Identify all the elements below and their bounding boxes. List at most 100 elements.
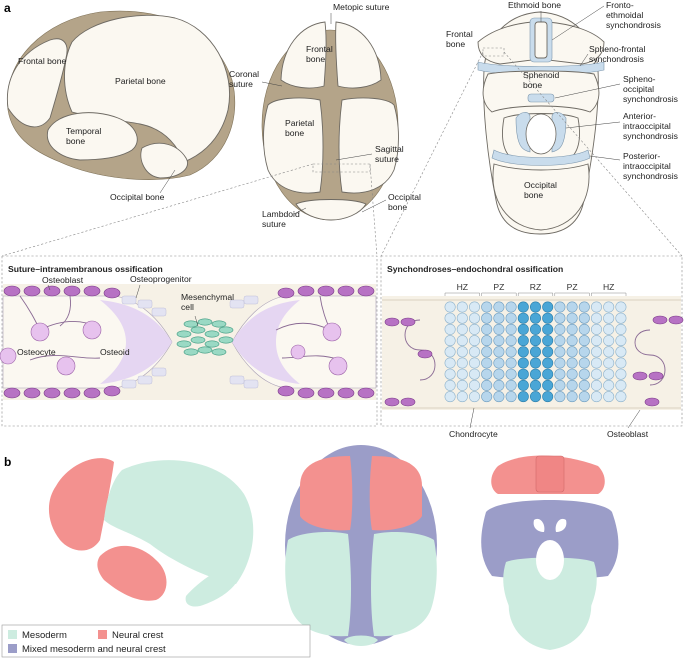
suture-illustration (0, 284, 377, 400)
lateral-skull (6, 10, 236, 180)
top-skull-origin (285, 445, 437, 646)
chondrocyte (590, 301, 602, 313)
chondrocyte (578, 379, 590, 391)
chondrocyte (603, 368, 615, 380)
chondrocyte (615, 301, 627, 313)
chondrocyte (615, 368, 627, 380)
chondrocyte (542, 301, 554, 313)
chondrocyte (578, 301, 590, 313)
chondrocyte (444, 357, 456, 369)
label-occipital-bone-lateral: Occipital bone (110, 192, 165, 202)
chondrocyte (481, 323, 493, 335)
chondrocyte (578, 335, 590, 347)
chondrocyte (542, 368, 554, 380)
osteoprogenitor-cells (121, 295, 259, 389)
chondrocyte (481, 335, 493, 347)
legend-swatch-mesoderm (8, 630, 17, 639)
zone-label-pz: PZ (493, 282, 504, 292)
chondrocyte (517, 379, 529, 391)
chondrocyte (456, 346, 468, 358)
synchondrosis-box-title: Synchondroses–endochondral ossification (387, 264, 563, 274)
chondrocyte (529, 301, 541, 313)
chondrocyte (481, 301, 493, 313)
suture-box-title: Suture–intramembranous ossification (8, 264, 163, 274)
chondrocyte (468, 368, 480, 380)
frontal-bone-left-base (477, 21, 533, 65)
panel-b-label: b (4, 455, 11, 469)
chondrocyte (444, 379, 456, 391)
chondrocyte (493, 301, 505, 313)
chondrocyte (456, 368, 468, 380)
osteoblasts-suture (3, 285, 375, 399)
chondrocyte (456, 323, 468, 335)
chondrocyte (542, 335, 554, 347)
chondrocyte (542, 379, 554, 391)
chondrocyte (529, 379, 541, 391)
chondrocyte (603, 357, 615, 369)
chondrocyte (542, 357, 554, 369)
occipital-bone-base (492, 163, 590, 231)
chondrocyte (603, 323, 615, 335)
chondrocyte (493, 368, 505, 380)
occipital-bone-top (295, 199, 367, 221)
chondrocyte (603, 346, 615, 358)
chondrocyte (566, 357, 578, 369)
chondrocyte (529, 357, 541, 369)
skull-base (477, 11, 605, 235)
synchondrosis-illustration (382, 296, 684, 410)
label-frontal-bone-lateral: Frontal bone (18, 56, 66, 66)
chondrocyte (517, 357, 529, 369)
chondrocyte (529, 323, 541, 335)
sphenoid-bone (482, 70, 600, 113)
chondrocyte (542, 346, 554, 358)
chondrocyte (444, 312, 456, 324)
legend-swatch-mixed (8, 644, 17, 653)
chondrocyte (505, 357, 517, 369)
chondrocyte (529, 312, 541, 324)
chondrocyte (456, 301, 468, 313)
spheno-occipital-synchondrosis (527, 93, 555, 103)
chondrocyte (578, 368, 590, 380)
zone-label-hz: HZ (603, 282, 614, 292)
chondrocyte (444, 323, 456, 335)
chondrocyte (456, 357, 468, 369)
zone-label-rz: RZ (530, 282, 541, 292)
chondrocyte (468, 312, 480, 324)
chondrocyte (529, 368, 541, 380)
legend-label-mesoderm: Mesoderm (22, 630, 67, 641)
chondrocyte (615, 335, 627, 347)
foramen-magnum (525, 113, 557, 155)
lateral-skull-origin (48, 458, 254, 607)
chondrocyte (566, 346, 578, 358)
chondrocyte (542, 391, 554, 403)
chondrocyte (566, 323, 578, 335)
chondrocyte (529, 391, 541, 403)
chondrocyte (505, 368, 517, 380)
chondrocyte (517, 391, 529, 403)
label-osteoblast-suture: Osteoblast (42, 275, 84, 285)
chondrocyte (493, 346, 505, 358)
chondrocyte (566, 335, 578, 347)
chondrocyte (493, 357, 505, 369)
chondrocyte (578, 357, 590, 369)
osteocytes (0, 320, 348, 376)
chondrocyte (517, 368, 529, 380)
label-osteocyte: Osteocyte (17, 347, 56, 357)
label-osteoblast-synchondrosis: Osteoblast (607, 429, 649, 439)
chondrocyte (590, 379, 602, 391)
chondrocyte (505, 379, 517, 391)
chondrocyte (529, 335, 541, 347)
chondrocyte (603, 379, 615, 391)
chondrocyte (468, 301, 480, 313)
posterior-intraoccipital-synchondrosis (491, 149, 591, 166)
chondrocyte (566, 391, 578, 403)
